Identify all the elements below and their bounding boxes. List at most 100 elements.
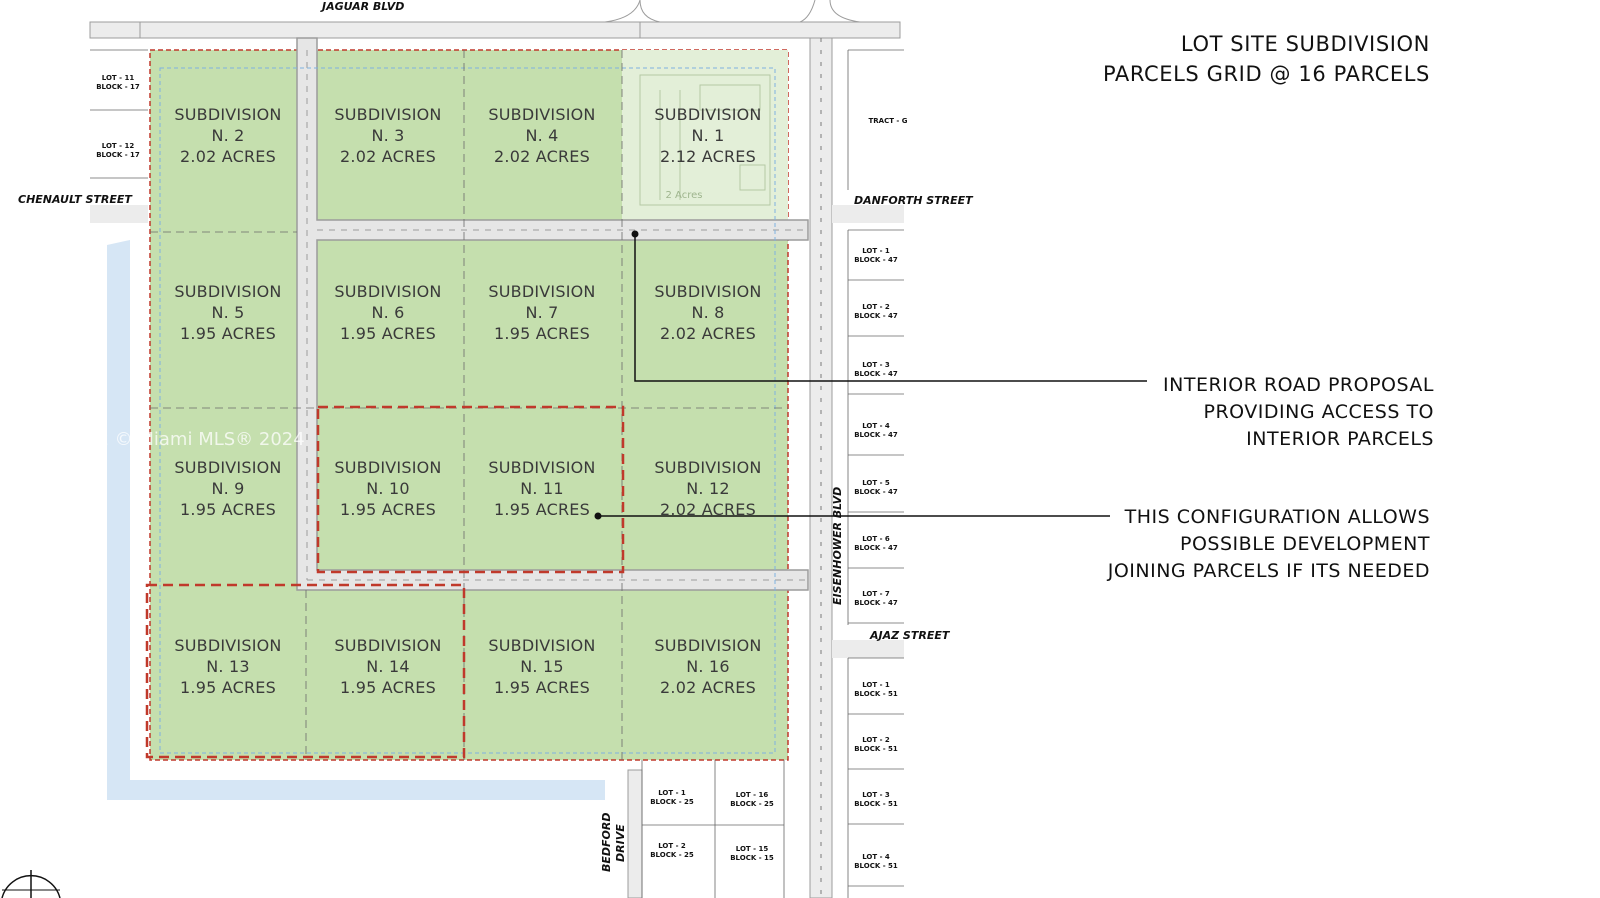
parcel-title: SUBDIVISION <box>174 636 281 655</box>
parcel-label: SUBDIVISION N. 8 2.02 ACRES <box>654 282 761 343</box>
parcel-number: N. 8 <box>691 303 724 322</box>
parcel-title: SUBDIVISION <box>334 105 441 124</box>
bedford-label: BEDFORD <box>600 813 613 873</box>
lot-number: LOT - 2 <box>658 842 686 850</box>
parcel-title: SUBDIVISION <box>488 458 595 477</box>
parcel-number: N. 14 <box>366 657 410 676</box>
jaguar-blvd-label: JAGUAR BLVD <box>320 0 404 13</box>
parcel-title: SUBDIVISION <box>654 105 761 124</box>
block-number: BLOCK - 47 <box>854 370 898 378</box>
parcel-number: N. 4 <box>525 126 558 145</box>
parcel-number: N. 1 <box>691 126 724 145</box>
parcel-title: SUBDIVISION <box>654 636 761 655</box>
lot-number: LOT - 4 <box>862 853 890 861</box>
block-number: BLOCK - 17 <box>96 151 140 159</box>
lot-number: LOT - 3 <box>862 791 890 799</box>
existing-site-label: 2 Acres <box>666 190 703 201</box>
block-number: BLOCK - 51 <box>854 745 898 753</box>
parcel-title: SUBDIVISION <box>654 282 761 301</box>
parcel-label: SUBDIVISION N. 10 1.95 ACRES <box>334 458 441 519</box>
parcel-title: SUBDIVISION <box>334 458 441 477</box>
parcel-number: N. 15 <box>520 657 564 676</box>
lot-number: LOT - 11 <box>102 74 135 82</box>
road-note-line-3: INTERIOR PARCELS <box>1246 428 1434 450</box>
parcel-title: SUBDIVISION <box>488 282 595 301</box>
parcel-title: SUBDIVISION <box>654 458 761 477</box>
lot-number: LOT - 15 <box>736 845 769 853</box>
block-number: BLOCK - 25 <box>650 798 694 806</box>
road-note-line-1: INTERIOR ROAD PROPOSAL <box>1163 374 1434 396</box>
parcel-number: N. 5 <box>211 303 244 322</box>
parcel-acres: 2.02 ACRES <box>660 324 756 343</box>
parcel-number: N. 10 <box>366 479 410 498</box>
chenault-street-label: CHENAULT STREET <box>18 193 133 206</box>
parcel-acres: 1.95 ACRES <box>340 324 436 343</box>
parcel-number: N. 12 <box>686 479 730 498</box>
block-number: BLOCK - 25 <box>730 800 774 808</box>
title-line-1: LOT SITE SUBDIVISION <box>1181 32 1430 56</box>
ajaz-street-label: AJAZ STREET <box>869 629 951 642</box>
lot-number: LOT - 1 <box>658 789 686 797</box>
lot-number: LOT - 1 <box>862 247 890 255</box>
block-number: BLOCK - 47 <box>854 256 898 264</box>
notes: INTERIOR ROAD PROPOSAL PROVIDING ACCESS … <box>1107 374 1434 582</box>
parcel-acres: 1.95 ACRES <box>180 324 276 343</box>
block-number: BLOCK - 47 <box>854 544 898 552</box>
lot-number: LOT - 1 <box>862 681 890 689</box>
tract-label: TRACT - G <box>868 117 907 125</box>
eisenhower-blvd-label: EISENHOWER BLVD <box>831 487 844 605</box>
road-note-line-2: PROVIDING ACCESS TO <box>1203 401 1434 423</box>
block-number: BLOCK - 25 <box>650 851 694 859</box>
parcel-label: SUBDIVISION N. 4 2.02 ACRES <box>488 105 595 166</box>
parcel-title: SUBDIVISION <box>334 636 441 655</box>
parcel-title: SUBDIVISION <box>488 636 595 655</box>
parcel-acres: 1.95 ACRES <box>494 324 590 343</box>
danforth-street-label: DANFORTH STREET <box>854 194 974 207</box>
parcel-title: SUBDIVISION <box>174 458 281 477</box>
block-number: BLOCK - 47 <box>854 599 898 607</box>
block-number: BLOCK - 51 <box>854 862 898 870</box>
block-number: BLOCK - 15 <box>730 854 774 862</box>
parcel-acres: 1.95 ACRES <box>180 500 276 519</box>
parcel-acres: 2.12 ACRES <box>660 147 756 166</box>
parcel-acres: 1.95 ACRES <box>494 500 590 519</box>
config-note-line-1: THIS CONFIGURATION ALLOWS <box>1124 506 1430 528</box>
lot-number: LOT - 2 <box>862 736 890 744</box>
parcel-acres: 1.95 ACRES <box>340 500 436 519</box>
parcel-number: N. 6 <box>371 303 404 322</box>
block-number: BLOCK - 51 <box>854 800 898 808</box>
parcel-number: N. 11 <box>520 479 564 498</box>
parcel-title: SUBDIVISION <box>488 105 595 124</box>
block-number: BLOCK - 51 <box>854 690 898 698</box>
parcel-label: SUBDIVISION N. 1 2.12 ACRES <box>654 105 761 166</box>
parcel-grid: 2 Acres <box>145 37 809 761</box>
lot-number: LOT - 5 <box>862 479 890 487</box>
lot-number: LOT - 3 <box>862 361 890 369</box>
parcel-acres: 2.02 ACRES <box>494 147 590 166</box>
drive-label: DRIVE <box>614 824 627 862</box>
block-number: BLOCK - 47 <box>854 488 898 496</box>
